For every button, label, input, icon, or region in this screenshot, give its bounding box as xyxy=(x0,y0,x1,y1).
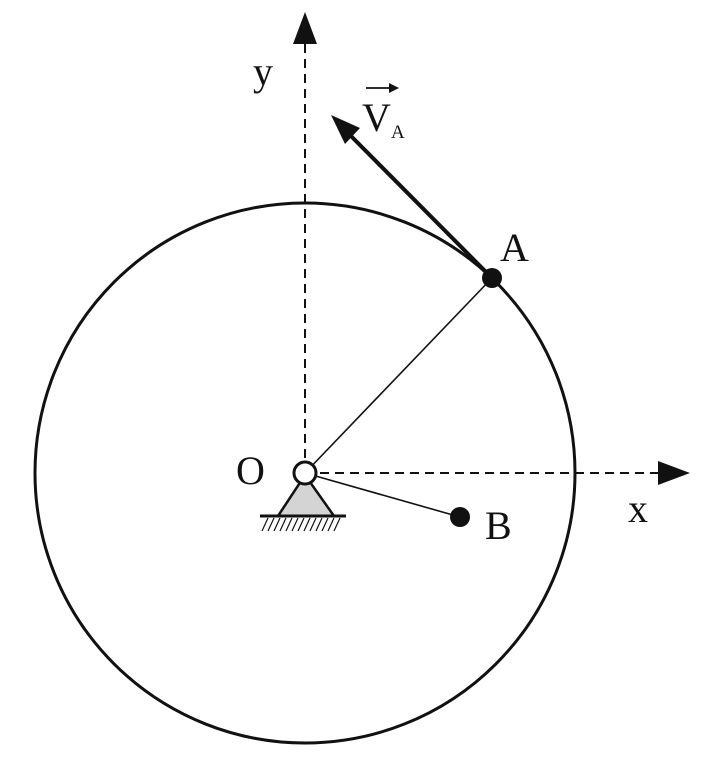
point-a-label: A xyxy=(500,225,529,270)
velocity-vector-arrowhead xyxy=(331,115,360,144)
vector-arrow-icon xyxy=(366,83,399,93)
pivot-o xyxy=(292,460,318,486)
origin-label: O xyxy=(236,448,265,493)
point-a xyxy=(482,268,502,288)
x-axis-label: x xyxy=(628,486,648,531)
y-axis-label: y xyxy=(253,49,273,94)
point-b-label: B xyxy=(485,503,512,548)
radius-oa xyxy=(304,277,493,474)
y-axis-arrowhead xyxy=(293,12,317,44)
velocity-label: V xyxy=(362,95,391,140)
x-axis-arrowhead xyxy=(658,461,690,485)
point-b xyxy=(450,507,470,527)
segment-ob xyxy=(304,472,461,518)
velocity-subscript: A xyxy=(391,122,405,143)
pivot-support xyxy=(260,472,346,532)
velocity-vector-a xyxy=(339,124,494,280)
